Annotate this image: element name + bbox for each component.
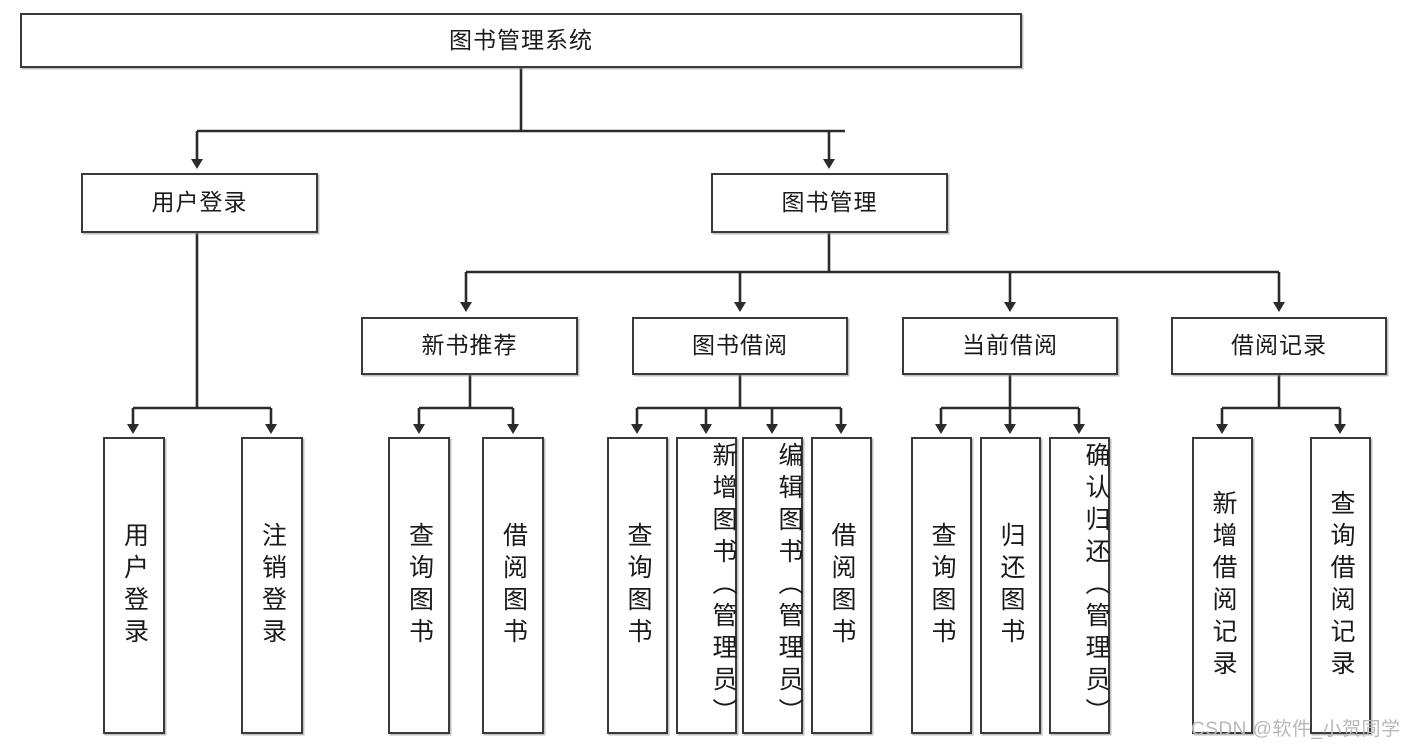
node-label: 编辑图书（管理员） xyxy=(775,441,803,730)
node-label: 查询借阅记录 xyxy=(1327,489,1355,682)
node-label: 查询图书 xyxy=(405,521,434,650)
node-leaf-confirm-return-admin[interactable]: 确认归还（管理员） xyxy=(1049,437,1110,734)
node-label: 新书推荐 xyxy=(421,332,518,359)
node-label: 注销登录 xyxy=(258,521,287,650)
node-leaf-query-book-1[interactable]: 查询图书 xyxy=(388,437,450,734)
node-leaf-query-book-2[interactable]: 查询图书 xyxy=(607,437,668,734)
node-label: 借阅图书 xyxy=(828,521,856,650)
node-leaf-logout-login[interactable]: 注销登录 xyxy=(241,437,303,734)
node-label: 查询图书 xyxy=(624,521,652,650)
node-label: 查询图书 xyxy=(928,521,956,650)
node-label: 借阅图书 xyxy=(499,521,528,650)
node-label: 当前借阅 xyxy=(962,332,1058,359)
node-leaf-add-borrow-record[interactable]: 新增借阅记录 xyxy=(1192,437,1253,734)
node-label: 归还图书 xyxy=(997,521,1025,650)
node-user-login[interactable]: 用户登录 xyxy=(81,173,318,233)
node-label: 新增借阅记录 xyxy=(1209,489,1237,682)
node-leaf-query-borrow-record[interactable]: 查询借阅记录 xyxy=(1310,437,1371,734)
node-label: 用户登录 xyxy=(151,189,248,216)
node-leaf-edit-book-admin[interactable]: 编辑图书（管理员） xyxy=(742,437,803,734)
node-leaf-user-login[interactable]: 用户登录 xyxy=(103,437,165,734)
node-leaf-return-book[interactable]: 归还图书 xyxy=(980,437,1041,734)
node-current-borrow[interactable]: 当前借阅 xyxy=(902,317,1118,375)
node-leaf-borrow-book-1[interactable]: 借阅图书 xyxy=(482,437,544,734)
node-new-book-recommend[interactable]: 新书推荐 xyxy=(361,317,578,375)
node-label: 借阅记录 xyxy=(1231,332,1327,359)
node-leaf-borrow-book-2[interactable]: 借阅图书 xyxy=(811,437,872,734)
node-label: 图书管理 xyxy=(781,189,878,216)
node-leaf-add-book-admin[interactable]: 新增图书（管理员） xyxy=(676,437,737,734)
watermark-text: CSDN @软件_小贺同学 xyxy=(1191,719,1401,740)
node-leaf-query-book-3[interactable]: 查询图书 xyxy=(911,437,972,734)
node-book-manage[interactable]: 图书管理 xyxy=(711,173,948,233)
node-label: 确认归还（管理员） xyxy=(1082,441,1110,730)
node-label: 用户登录 xyxy=(120,521,149,650)
node-borrow-record[interactable]: 借阅记录 xyxy=(1171,317,1387,375)
node-label: 新增图书（管理员） xyxy=(709,441,737,730)
node-book-borrow[interactable]: 图书借阅 xyxy=(632,317,848,375)
node-root-book-management-system[interactable]: 图书管理系统 xyxy=(20,13,1022,68)
node-label: 图书借阅 xyxy=(692,332,788,359)
node-label: 图书管理系统 xyxy=(449,26,593,53)
